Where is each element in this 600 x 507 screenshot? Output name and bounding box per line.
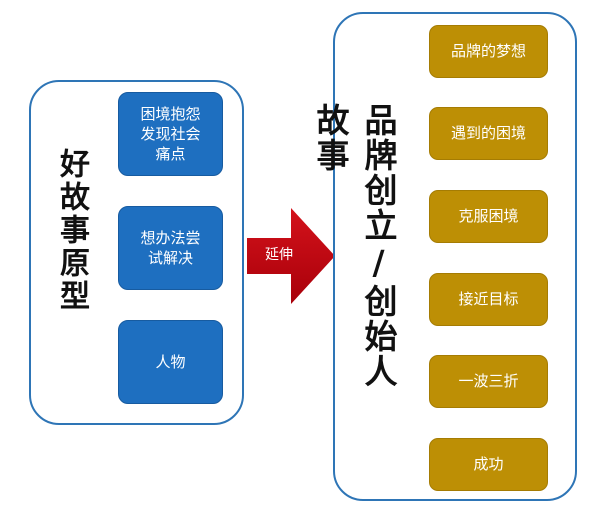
- story-step-setbacks-label: 一波三折: [458, 372, 519, 391]
- story-step-dilemma-label: 遇到的困境: [450, 124, 526, 143]
- prototype-box-solve-label: 想办法尝 试解决: [140, 228, 201, 267]
- prototype-box-dilemma: 困境抱怨 发现社会 痛点: [118, 92, 223, 176]
- prototype-box-solve: 想办法尝 试解决: [118, 206, 223, 290]
- right-panel-title: 品牌创立/创始人故事: [311, 103, 398, 389]
- story-step-approach-goal: 接近目标: [429, 273, 548, 326]
- story-step-dilemma: 遇到的困境: [429, 107, 548, 160]
- prototype-box-character-label: 人物: [155, 352, 186, 371]
- extend-arrow-label: 延伸: [265, 247, 293, 263]
- story-step-overcome: 克服困境: [429, 190, 548, 243]
- story-step-setbacks: 一波三折: [429, 355, 548, 408]
- story-step-success-label: 成功: [473, 455, 504, 474]
- extend-arrow: [247, 208, 335, 304]
- story-step-success: 成功: [429, 438, 548, 491]
- prototype-box-character: 人物: [118, 320, 223, 404]
- story-step-dream: 品牌的梦想: [429, 25, 548, 78]
- story-step-dream-label: 品牌的梦想: [450, 42, 526, 61]
- story-step-approach-goal-label: 接近目标: [458, 290, 519, 309]
- story-step-overcome-label: 克服困境: [458, 207, 519, 226]
- right-panel: [333, 12, 577, 501]
- prototype-box-dilemma-label: 困境抱怨 发现社会 痛点: [140, 104, 201, 164]
- left-panel-title: 好故事原型: [54, 148, 89, 313]
